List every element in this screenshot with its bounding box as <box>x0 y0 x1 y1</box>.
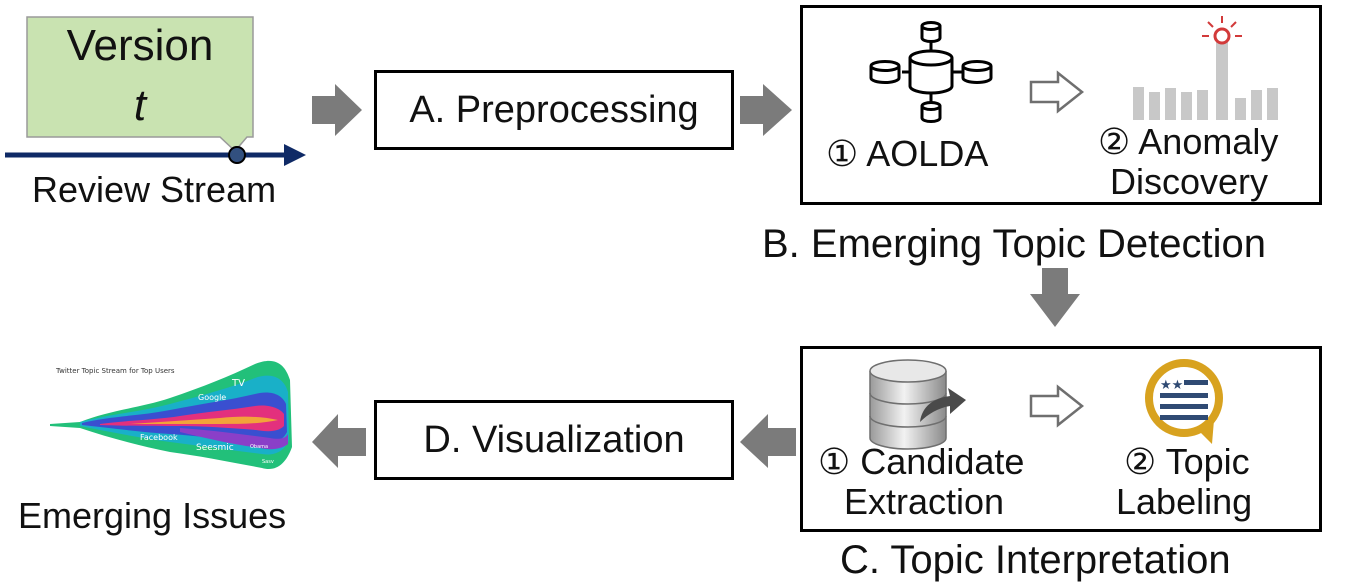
topic-interpretation-title: C. Topic Interpretation <box>840 538 1231 582</box>
aolda-label: ① AOLDA <box>826 133 989 174</box>
version-callout <box>26 16 254 153</box>
emerging-issues-label: Emerging Issues <box>18 495 287 536</box>
emerging-topic-detection-title: B. Emerging Topic Detection <box>762 222 1266 266</box>
preprocessing-box: A. Preprocessing <box>374 70 734 150</box>
version-variable: t <box>133 81 147 130</box>
next-step-arrow-icon-2 <box>1029 384 1085 428</box>
arrow-visualization-to-issues <box>312 414 366 468</box>
topic-stream-visualization: Twitter Topic Stream for Top Users TV Go… <box>50 360 292 470</box>
anomaly-label: ② Anomaly <box>1098 121 1279 162</box>
next-step-arrow-icon <box>1029 70 1085 114</box>
candidate-label: ① Candidate <box>818 441 1025 482</box>
viz-label-facebook: Facebook <box>140 433 178 442</box>
version-point <box>228 146 246 164</box>
arrow-preprocessing-to-detection <box>740 84 792 136</box>
review-stream-label: Review Stream <box>32 169 277 210</box>
viz-label-sasv: Sasv <box>262 459 274 465</box>
viz-title: Twitter Topic Stream for Top Users <box>55 367 175 375</box>
anomaly-bar-chart-icon <box>1133 16 1278 120</box>
arrow-detection-to-interpretation <box>1030 268 1080 327</box>
database-network-icon <box>869 21 993 123</box>
arrow-stream-to-preprocessing <box>312 84 362 136</box>
labeling-label: Labeling <box>1116 481 1253 522</box>
database-extract-icon <box>869 359 966 450</box>
version-label: Version <box>66 21 214 70</box>
viz-label-google: Google <box>198 393 226 402</box>
preprocessing-label: A. Preprocessing <box>409 88 699 131</box>
viz-label-seesmic: Seesmic <box>196 443 234 453</box>
visualization-box: D. Visualization <box>374 400 734 480</box>
visualization-label: D. Visualization <box>423 418 685 461</box>
topic-label-badge-icon: ★★ <box>1145 359 1223 444</box>
extraction-label: Extraction <box>844 481 1005 522</box>
discovery-label: Discovery <box>1110 161 1269 202</box>
review-stream-arrowhead <box>284 144 306 166</box>
topic-label: ② Topic <box>1124 441 1250 482</box>
arrow-interpretation-to-visualization <box>740 414 796 468</box>
svg-text:★★: ★★ <box>1160 378 1183 393</box>
viz-label-tv: TV <box>231 378 245 389</box>
viz-label-obama: Obama <box>250 444 268 450</box>
